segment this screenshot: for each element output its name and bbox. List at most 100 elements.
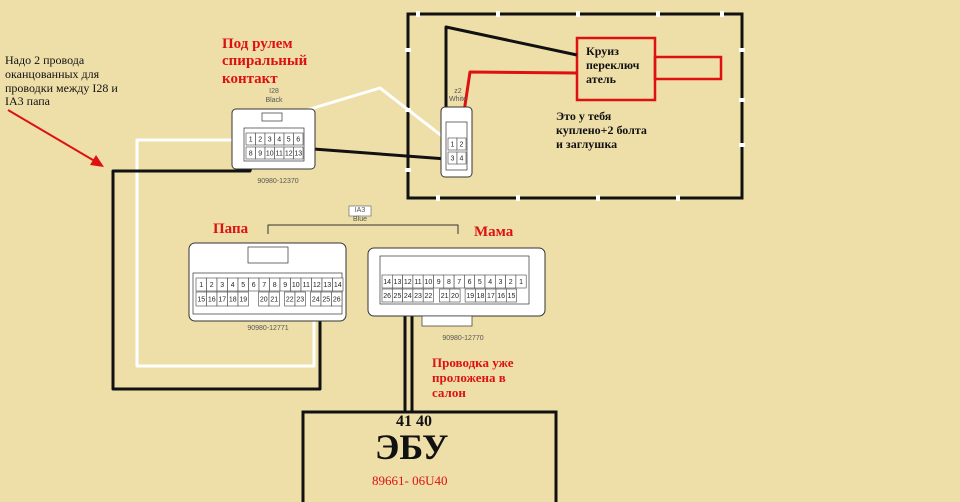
pin-number: 5 bbox=[287, 137, 291, 144]
cruise-switch-line: атель bbox=[586, 71, 616, 86]
papa-part-no: 90980-12771 bbox=[247, 325, 289, 332]
pin-number: 11 bbox=[303, 282, 310, 289]
wiring-done-line: Проводка уже bbox=[432, 355, 514, 370]
pin-number: 6 bbox=[252, 282, 256, 289]
pin-number: 20 bbox=[260, 297, 268, 304]
pin-number: 2 bbox=[258, 137, 262, 144]
pin-number: 15 bbox=[508, 293, 516, 300]
ia3-id: IA3 bbox=[354, 207, 366, 214]
pin-cell bbox=[449, 288, 461, 303]
pin-cell bbox=[456, 151, 467, 165]
pin-number: 1 bbox=[451, 142, 455, 149]
i28-color: Black bbox=[265, 97, 283, 104]
pin-cell bbox=[293, 132, 304, 146]
pin-number: 21 bbox=[441, 293, 449, 300]
pin-number: 23 bbox=[296, 297, 304, 304]
i28-part-no: 90980-12370 bbox=[257, 178, 299, 185]
pin-number: 17 bbox=[218, 297, 226, 304]
mama-part-no: 90980-12770 bbox=[442, 335, 484, 342]
pin-number: 12 bbox=[404, 279, 412, 286]
pin-number: 16 bbox=[497, 293, 505, 300]
ecu-box bbox=[301, 410, 558, 502]
pin-number: 9 bbox=[258, 151, 262, 158]
pin-number: 3 bbox=[498, 279, 502, 286]
pin-number: 19 bbox=[239, 297, 247, 304]
pin-number: 25 bbox=[394, 293, 402, 300]
wiring-done-line: салон bbox=[432, 384, 466, 400]
pin-number: 3 bbox=[268, 137, 272, 144]
pin-number: 8 bbox=[447, 279, 451, 286]
pin-number: 2 bbox=[460, 142, 464, 149]
pin-cell bbox=[332, 277, 344, 292]
spiral-contact-line: контакт bbox=[222, 70, 278, 87]
wiring-done-line: проложена в bbox=[432, 369, 506, 385]
pin-number: 11 bbox=[414, 279, 421, 286]
note-left-line: Надо 2 провода bbox=[5, 53, 85, 67]
switch-area-frame bbox=[405, 11, 745, 201]
ia3-label-box bbox=[348, 205, 372, 217]
pin-cell bbox=[422, 288, 434, 303]
note-left: Надо 2 провода оканцованных для проводки… bbox=[5, 53, 118, 109]
cruise-switch-label: Круиз переключ атель bbox=[586, 44, 640, 86]
pin-number: 13 bbox=[394, 279, 402, 286]
cruise-switch-line: Круиз bbox=[586, 44, 619, 58]
pin-number: 10 bbox=[424, 279, 432, 286]
pin-cell bbox=[268, 291, 280, 307]
z2-id: z2 bbox=[454, 88, 462, 95]
pin-number: 10 bbox=[266, 151, 274, 158]
note-left-line: проводки между I28 и bbox=[5, 80, 118, 95]
pin-cell bbox=[505, 288, 517, 303]
pin-cell bbox=[515, 274, 527, 289]
pin-cell bbox=[456, 137, 467, 151]
ecu-part-no: 89661- 06U40 bbox=[372, 473, 448, 488]
red-arrow bbox=[7, 109, 104, 167]
ecu-pins: 41 40 bbox=[396, 413, 432, 430]
note-left-line: IA3 папа bbox=[5, 94, 50, 109]
pin-number: 9 bbox=[283, 282, 287, 289]
pin-number: 26 bbox=[383, 293, 391, 300]
pin-number: 13 bbox=[294, 151, 302, 158]
mama-label: Мама bbox=[474, 224, 514, 240]
pin-number: 11 bbox=[276, 151, 283, 158]
pin-number: 3 bbox=[220, 282, 224, 289]
papa-label: Папа bbox=[213, 221, 249, 237]
bought-label: Это у тебя куплено+2 болта и заглушка bbox=[556, 109, 647, 151]
ia3-color: Blue bbox=[352, 216, 367, 223]
pin-number: 24 bbox=[312, 297, 320, 304]
pin-number: 9 bbox=[437, 279, 441, 286]
pin-number: 4 bbox=[277, 137, 281, 144]
white-wire-spiral bbox=[289, 86, 461, 152]
pin-number: 25 bbox=[322, 297, 330, 304]
ecu-label: ЭБУ bbox=[375, 427, 449, 467]
pin-number: 10 bbox=[292, 282, 300, 289]
pin-number: 23 bbox=[414, 293, 422, 300]
cruise-switch-line: переключ bbox=[586, 57, 640, 72]
pin-number: 18 bbox=[477, 293, 485, 300]
pin-number: 1 bbox=[249, 137, 253, 144]
pin-number: 5 bbox=[478, 279, 482, 286]
pin-number: 4 bbox=[460, 156, 464, 163]
pin-number: 2 bbox=[509, 279, 513, 286]
cruise-switch-lever bbox=[653, 55, 723, 81]
ia3-bracket bbox=[267, 224, 459, 234]
z2-color: White bbox=[449, 96, 467, 103]
pin-cell bbox=[293, 146, 304, 160]
pin-number: 12 bbox=[313, 282, 321, 289]
pin-cell bbox=[237, 291, 249, 307]
bought-line: и заглушка bbox=[556, 136, 618, 151]
pin-cell bbox=[294, 291, 306, 307]
bought-line: куплено+2 болта bbox=[556, 122, 647, 137]
pin-number: 7 bbox=[457, 279, 461, 286]
pin-number: 4 bbox=[488, 279, 492, 286]
pin-number: 8 bbox=[249, 151, 253, 158]
pin-number: 1 bbox=[519, 279, 523, 286]
pin-number: 2 bbox=[210, 282, 214, 289]
i28-id: I28 bbox=[269, 88, 279, 95]
pin-number: 21 bbox=[270, 297, 278, 304]
pin-number: 5 bbox=[241, 282, 245, 289]
pin-number: 20 bbox=[451, 293, 459, 300]
